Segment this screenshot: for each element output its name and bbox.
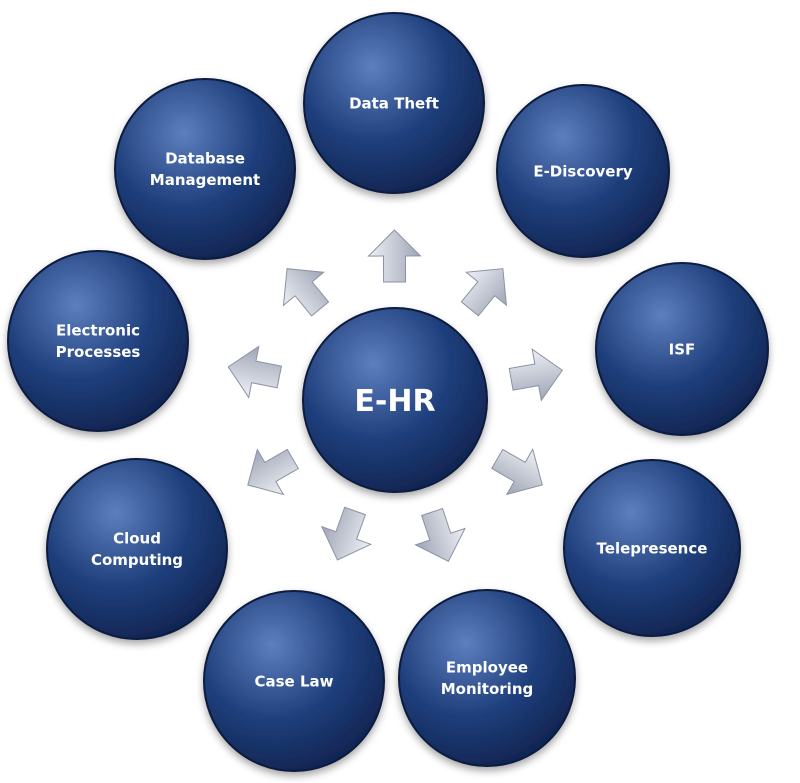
arrow-shape xyxy=(414,507,466,563)
node-label-database-management: Management xyxy=(150,171,260,189)
node-label-e-discovery: E-Discovery xyxy=(533,162,633,180)
arrow-to-data-theft xyxy=(367,229,422,283)
node-label-telepresence: Telepresence xyxy=(597,539,708,557)
node-label-cloud-computing: Cloud xyxy=(113,529,161,547)
node-circle-case-law xyxy=(203,590,385,772)
connector-arrows xyxy=(227,229,564,563)
arrow-to-case-law xyxy=(320,506,373,561)
center-label: E-HR xyxy=(354,384,435,419)
node-isf: ISF xyxy=(595,262,769,436)
arrow-to-employee-monitoring xyxy=(414,507,466,563)
arrow-shape xyxy=(320,506,373,561)
node-circle-isf xyxy=(595,262,769,436)
node-circle-cloud-computing xyxy=(46,458,228,640)
node-label-isf: ISF xyxy=(669,340,696,358)
node-label-database-management: Database xyxy=(165,149,245,167)
node-telepresence: Telepresence xyxy=(563,459,741,637)
node-circle-database-management xyxy=(114,78,296,260)
node-circle-employee-monitoring xyxy=(398,589,576,767)
arrow-to-cloud-computing xyxy=(247,448,300,496)
node-label-case-law: Case Law xyxy=(255,672,334,690)
arrow-shape xyxy=(367,229,422,283)
node-circle-electronic-processes xyxy=(7,250,189,432)
arrow-shape xyxy=(247,448,300,496)
node-circle-data-theft xyxy=(303,12,485,194)
node-case-law: Case Law xyxy=(203,590,385,772)
arrow-shape xyxy=(491,448,543,496)
node-label-electronic-processes: Electronic xyxy=(56,321,140,339)
node-circle-e-discovery xyxy=(496,84,670,258)
arrow-shape xyxy=(508,348,564,402)
node-label-employee-monitoring: Employee xyxy=(446,658,528,676)
arrow-to-database-management xyxy=(282,268,330,317)
arrow-to-e-discovery xyxy=(460,268,508,317)
center-circle xyxy=(302,307,488,493)
center-node: E-HR xyxy=(302,307,488,493)
arrow-to-isf xyxy=(508,348,564,402)
node-label-cloud-computing: Computing xyxy=(91,551,183,569)
arrow-to-telepresence xyxy=(491,448,543,496)
node-label-employee-monitoring: Monitoring xyxy=(441,680,533,698)
arrow-shape xyxy=(460,268,508,317)
node-circle-telepresence xyxy=(563,459,741,637)
arrow-shape xyxy=(227,345,283,399)
node-e-discovery: E-Discovery xyxy=(496,84,670,258)
arrow-to-electronic-processes xyxy=(227,345,283,399)
node-label-electronic-processes: Processes xyxy=(56,343,141,361)
arrow-shape xyxy=(282,268,330,317)
node-label-data-theft: Data Theft xyxy=(349,94,439,112)
node-data-theft: Data Theft xyxy=(303,12,485,194)
